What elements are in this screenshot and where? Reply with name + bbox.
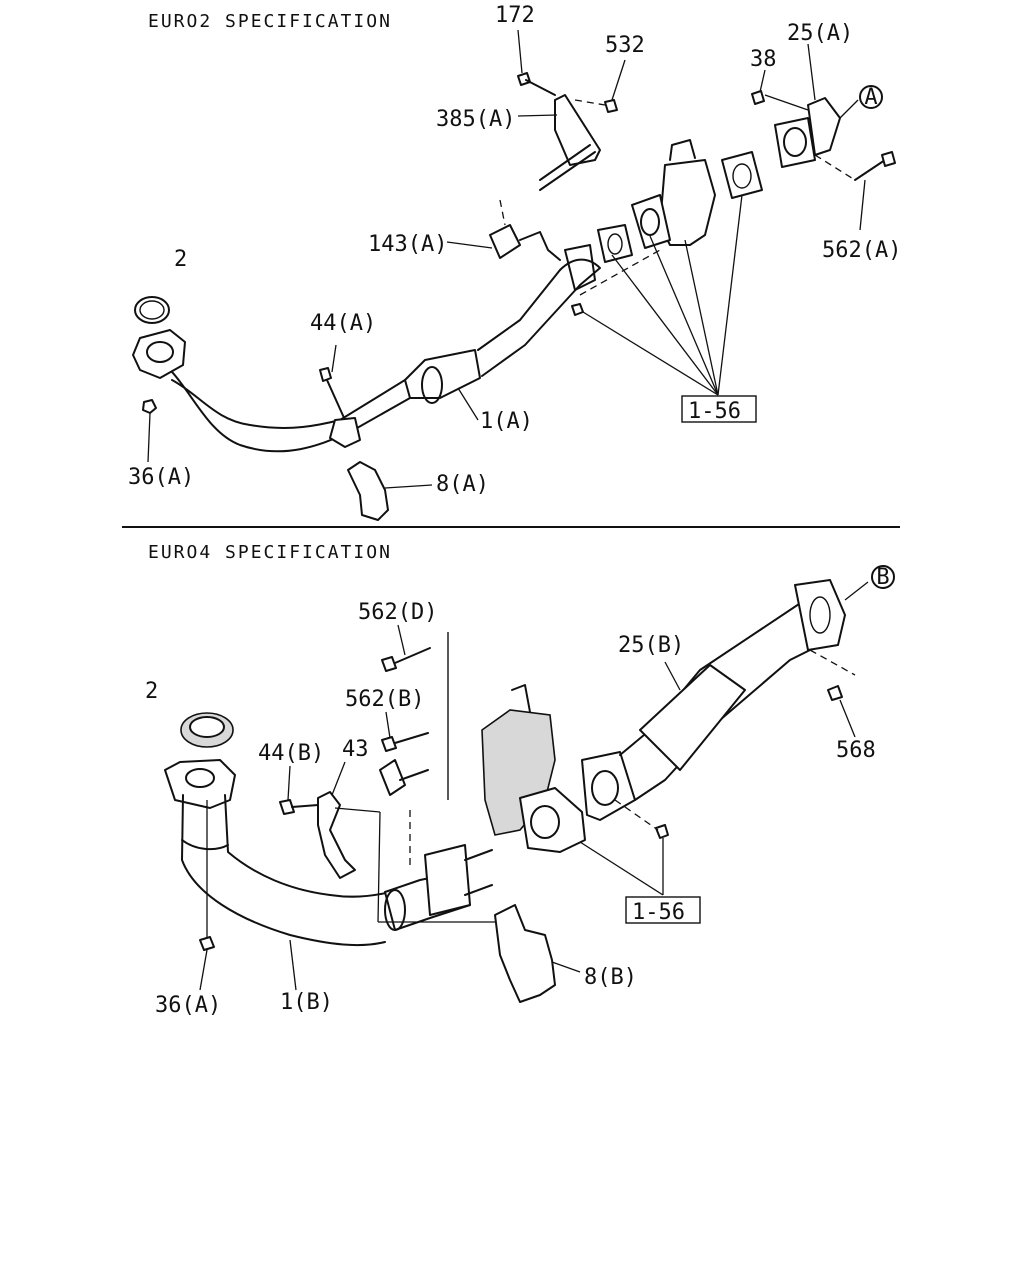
label-562d: 562(D) — [358, 600, 437, 625]
bolt-and-bracket-euro2 — [319, 344, 433, 521]
label-36a-euro4: 36(A) — [155, 993, 221, 1018]
gasket-ring-euro4 — [180, 712, 234, 748]
label-2-euro2: 2 — [174, 247, 187, 272]
label-43: 43 — [342, 737, 369, 762]
label-38: 38 — [750, 47, 777, 72]
nut-38-euro2 — [751, 69, 809, 111]
label-8b: 8(B) — [584, 965, 637, 990]
reference-box-euro4 — [625, 896, 701, 924]
bolts-562-euro4 — [379, 624, 449, 870]
gasket-ring-euro2 — [134, 296, 170, 324]
reference-leaders-euro2 — [582, 194, 743, 396]
label-44b: 44(B) — [258, 741, 324, 766]
label-2-euro4: 2 — [145, 679, 158, 704]
nut-ref-euro4 — [579, 799, 669, 896]
tail-pipe-euro4 — [581, 579, 869, 821]
label-143a: 143(A) — [368, 232, 447, 257]
callout-a: A — [864, 85, 877, 110]
nut-euro2 — [142, 399, 157, 463]
label-172: 172 — [495, 3, 535, 28]
label-562b: 562(B) — [345, 687, 424, 712]
label-562a: 562(A) — [822, 238, 901, 263]
callout-circle-b — [871, 565, 895, 589]
front-pipe-euro2 — [149, 258, 601, 453]
nut-532-euro2 — [574, 59, 626, 113]
callout-b: B — [876, 565, 889, 590]
label-532: 532 — [605, 33, 645, 58]
nut-euro4 — [199, 800, 215, 991]
inlet-flange-euro2 — [132, 329, 186, 379]
bolt-562a-euro2 — [854, 151, 896, 231]
nut-568-euro4 — [827, 685, 856, 738]
label-1b: 1(B) — [280, 990, 333, 1015]
front-pipe-euro4 — [164, 759, 493, 947]
valve-assembly-euro4 — [481, 684, 586, 853]
callout-circle-a — [859, 85, 883, 109]
bolt-172-euro2 — [517, 29, 556, 96]
label-36a-euro2: 36(A) — [128, 465, 194, 490]
label-44a: 44(A) — [310, 311, 376, 336]
section-title-euro4: EURO4 SPECIFICATION — [148, 542, 392, 563]
label-1a: 1(A) — [480, 409, 533, 434]
bolt-and-bracket-euro4 — [279, 761, 356, 879]
tail-pipe-euro2 — [774, 43, 859, 181]
label-8a: 8(A) — [436, 472, 489, 497]
hanger-euro2 — [446, 199, 561, 261]
bracket-euro2 — [517, 94, 601, 191]
reference-label-euro4: 1-56 — [632, 900, 685, 925]
valve-assembly-euro2 — [564, 139, 763, 316]
heat-shield-euro4 — [494, 904, 581, 1003]
bracket-leaders-euro4 — [334, 807, 500, 923]
reference-box-euro2 — [681, 395, 757, 423]
label-568: 568 — [836, 738, 876, 763]
reference-label-euro2: 1-56 — [688, 399, 741, 424]
label-25b: 25(B) — [618, 633, 684, 658]
label-385a: 385(A) — [436, 107, 515, 132]
section-title-euro2: EURO2 SPECIFICATION — [148, 11, 392, 32]
label-25a: 25(A) — [787, 21, 853, 46]
